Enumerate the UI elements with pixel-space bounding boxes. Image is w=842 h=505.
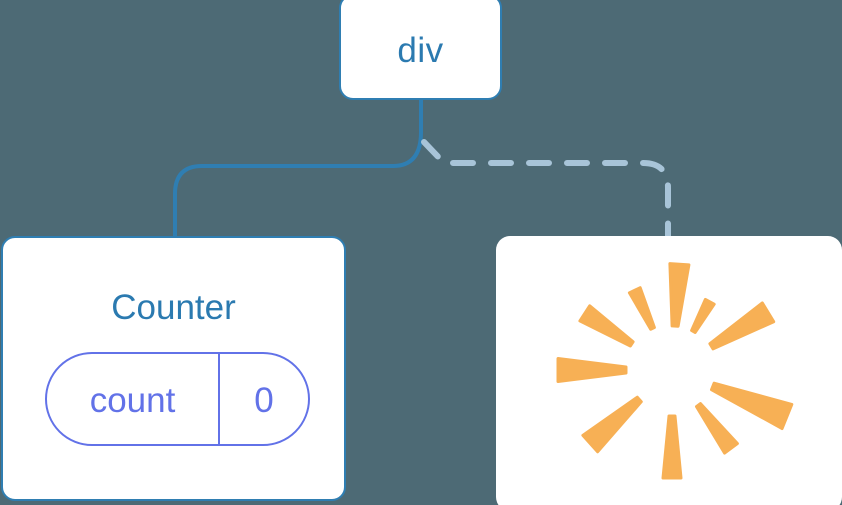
ray-nnw (627, 286, 656, 331)
edge-div-counter (173, 98, 423, 240)
ray-nne (690, 297, 716, 334)
ray-e (710, 381, 794, 430)
ray-ne (708, 301, 776, 351)
node-counter-title: Counter (111, 288, 236, 327)
state-key: count (47, 354, 220, 444)
node-div[interactable]: div (339, 0, 502, 100)
sparkle-burst-icon (556, 262, 794, 480)
state-pill[interactable]: count 0 (45, 352, 310, 446)
ray-n (668, 262, 691, 328)
state-value: 0 (254, 381, 274, 420)
ray-s (661, 414, 683, 480)
node-sparkle[interactable] (496, 236, 842, 505)
ray-sw (581, 395, 643, 454)
node-div-label: div (397, 30, 444, 70)
ray-sse (695, 402, 739, 455)
edge-div-sparkle (421, 139, 671, 241)
ray-nw (578, 304, 635, 348)
ray-w (556, 357, 628, 383)
sparkle-ray-group (556, 262, 794, 480)
node-counter[interactable]: Counter count 0 (1, 236, 346, 501)
